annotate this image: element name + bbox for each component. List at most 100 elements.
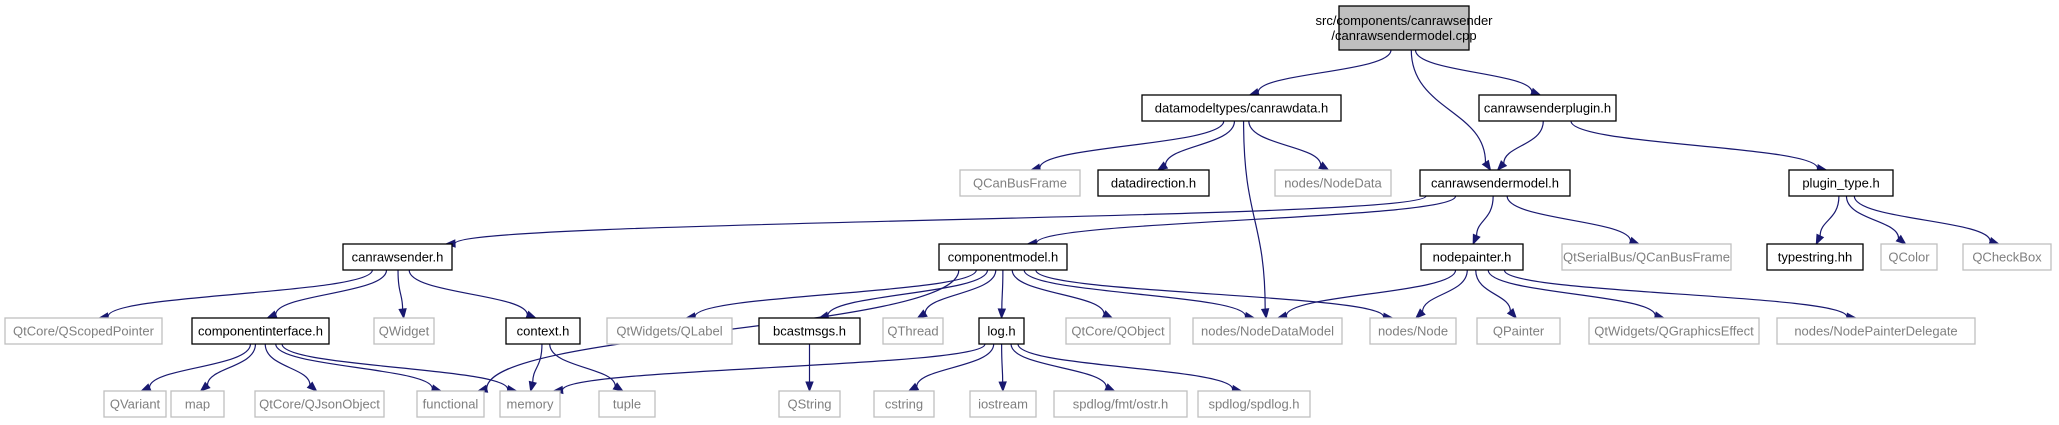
edge-plugin_h-to-model_h — [1496, 120, 1544, 172]
node-box — [1962, 243, 2052, 271]
node-functional: functional — [416, 390, 485, 418]
edge-arrowhead — [805, 381, 814, 393]
edge-log-to-cstring — [907, 343, 995, 392]
edge-compiface-to-functional — [275, 343, 443, 393]
edge-line — [264, 343, 311, 386]
edge-line — [1010, 343, 1107, 388]
edge-root-to-canrawdata — [1248, 49, 1392, 97]
node-label: QColor — [1888, 250, 1930, 265]
node-nodepainter[interactable]: nodepainter.h — [1420, 243, 1524, 271]
edge-componentmodel-to-nodesnode — [1035, 269, 1394, 321]
dependency-edges — [97, 49, 2001, 395]
edge-compiface-to-map — [199, 343, 257, 392]
edge-arrowhead — [916, 309, 928, 319]
node-label: QtWidgets/QLabel — [616, 324, 722, 339]
node-model_h[interactable]: canrawsendermodel.h — [1419, 169, 1571, 197]
node-label: nodes/NodeDataModel — [1201, 324, 1334, 339]
edge-arrowhead — [1628, 236, 1641, 245]
node-label: nodes/NodeData — [1284, 176, 1382, 191]
node-plugin_type[interactable]: plugin_type.h — [1788, 169, 1894, 197]
edge-nodepainter-to-qpainter — [1475, 269, 1518, 320]
node-bcastmsgs[interactable]: bcastmsgs.h — [758, 317, 861, 345]
node-label: tuple — [613, 397, 641, 412]
edge-arrowhead — [1414, 308, 1426, 319]
edge-arrowhead — [1260, 308, 1270, 320]
node-label: src/components/canrawsender — [1315, 13, 1493, 28]
edge-plugin_h-to-plugin_type — [1570, 120, 1828, 173]
edge-line — [1001, 269, 1004, 310]
edge-line — [1414, 49, 1533, 93]
edge-line — [1035, 195, 1457, 244]
node-label: QtSerialBus/QCanBusFrame — [1563, 250, 1730, 265]
node-canrawdata[interactable]: datamodeltypes/canrawdata.h — [1141, 94, 1342, 122]
edge-canrawdata-to-nodedata — [1248, 120, 1330, 171]
node-qgfxeffect: QtWidgets/QGraphicsEffect — [1588, 317, 1760, 345]
node-box — [1141, 94, 1342, 122]
node-box — [254, 390, 385, 418]
node-box — [191, 317, 330, 345]
edge-nodepainter-to-nodesnode — [1414, 269, 1468, 319]
edge-line — [1410, 49, 1487, 163]
node-label: QThread — [887, 324, 938, 339]
edge-context-to-memory — [528, 343, 543, 393]
node-plugin_h[interactable]: canrawsenderplugin.h — [1478, 94, 1617, 122]
edge-arrowhead — [1318, 161, 1330, 171]
node-componentmodel[interactable]: componentmodel.h — [938, 243, 1068, 271]
node-label: canrawsender.h — [352, 250, 444, 265]
edge-log-to-iostream — [998, 343, 1007, 393]
edge-arrowhead — [998, 381, 1007, 393]
node-label: QtCore/QObject — [1071, 324, 1165, 339]
edge-line — [532, 343, 543, 383]
node-box — [505, 317, 581, 345]
node-label: canrawsenderplugin.h — [1484, 101, 1611, 116]
node-box — [882, 317, 944, 345]
node-label: QVariant — [110, 397, 161, 412]
node-root[interactable]: src/components/canrawsender/canrawsender… — [1315, 5, 1493, 51]
edge-line — [1164, 120, 1236, 166]
edge-canrawsender_h-to-qscopedptr — [97, 269, 373, 321]
edge-arrowhead — [398, 308, 407, 320]
edge-componentmodel-to-bcastmsgs — [817, 269, 989, 320]
edge-root-to-model_h — [1410, 49, 1492, 172]
edge-componentmodel-to-qobject — [1011, 269, 1114, 319]
edge-plugin_type-to-typestring — [1815, 195, 1840, 246]
node-log[interactable]: log.h — [978, 317, 1025, 345]
node-box — [758, 317, 861, 345]
file-nodes: src/components/canrawsender/canrawsender… — [4, 5, 2052, 418]
node-typestring[interactable]: typestring.hh — [1766, 243, 1864, 271]
edge-line — [1503, 120, 1544, 164]
edge-line — [148, 343, 252, 388]
node-label: functional — [423, 397, 479, 412]
edge-line — [924, 269, 997, 314]
node-box — [1097, 169, 1210, 197]
node-canrawsender_h[interactable]: canrawsender.h — [342, 243, 453, 271]
node-label: datadirection.h — [1111, 176, 1196, 191]
node-datadirection[interactable]: datadirection.h — [1097, 169, 1210, 197]
node-box — [1561, 243, 1732, 271]
edge-root-to-plugin_h — [1414, 49, 1542, 96]
node-label: nodes/Node — [1378, 324, 1448, 339]
edge-compiface-to-qvariant — [140, 343, 252, 392]
node-label: QString — [787, 397, 831, 412]
node-label: context.h — [517, 324, 570, 339]
node-compiface[interactable]: componentinterface.h — [191, 317, 330, 345]
node-tuple: tuple — [598, 390, 656, 418]
node-box — [1065, 317, 1171, 345]
node-box — [1197, 390, 1311, 418]
edge-line — [206, 343, 257, 386]
node-nodesnode: nodes/Node — [1369, 317, 1457, 345]
node-label: QPainter — [1493, 324, 1545, 339]
node-box — [1776, 317, 1976, 345]
edge-arrowhead — [1895, 234, 1907, 245]
node-label: /canrawsendermodel.cpp — [1331, 28, 1476, 43]
edge-model_h-to-nodepainter — [1472, 195, 1494, 246]
node-label: cstring — [885, 397, 923, 412]
node-context[interactable]: context.h — [505, 317, 581, 345]
node-box — [1338, 5, 1470, 51]
edge-line — [454, 195, 1427, 245]
edge-line — [1506, 195, 1632, 242]
edge-componentmodel-to-qlabel — [684, 269, 977, 321]
edge-model_h-to-canrawsender_h — [444, 195, 1427, 248]
edge-arrowhead — [997, 308, 1007, 320]
